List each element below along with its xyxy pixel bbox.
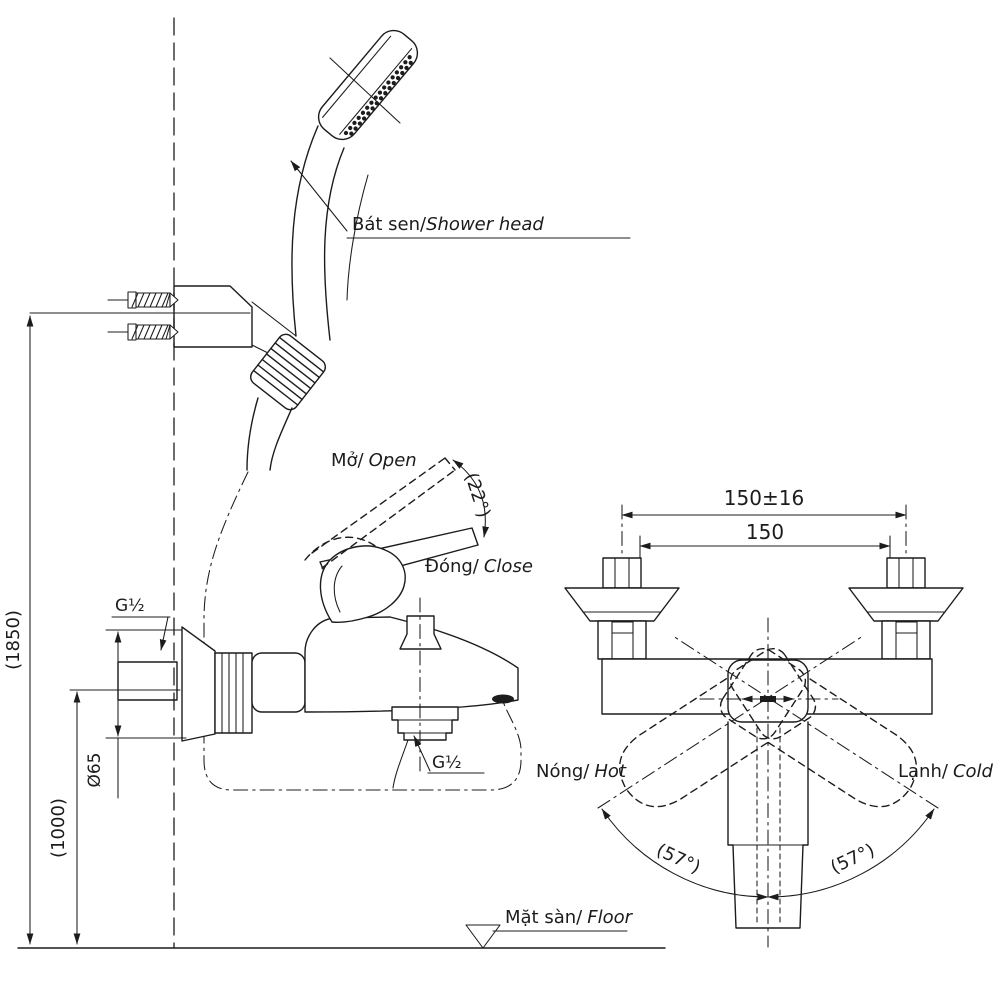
- inlet-thread-text: G½: [115, 596, 145, 616]
- hose-upper-inner: [269, 407, 293, 471]
- handle-cap-detail: [333, 565, 343, 613]
- shower-head-text: Bát sen/Shower head: [352, 214, 544, 235]
- dimension-flange-diameter: Ø65: [85, 629, 187, 799]
- swing-left-text: (57°): [653, 840, 704, 878]
- shower-handle-outer: [291, 125, 319, 337]
- floor-label: Mặt sàn/Floor: [465, 907, 634, 949]
- shower-bracket: [173, 285, 253, 348]
- inlet-thread-label: G½: [111, 596, 171, 651]
- dim-pitch-text: 150: [746, 520, 784, 544]
- outlet-thread-label: G½: [413, 735, 485, 774]
- left-wall-fitting: [564, 557, 680, 660]
- dim-pitch-tolerance-text: 150±16: [724, 486, 804, 510]
- cold-label: Lạnh/Cold: [898, 761, 994, 782]
- outlet-fitting: [391, 706, 459, 741]
- dimension-1000: (1000): [48, 689, 181, 945]
- shower-head-label: Bát sen/Shower head: [290, 160, 631, 239]
- shower-handle-inner: [323, 147, 345, 341]
- open-angle-text: (22°): [460, 470, 494, 520]
- shower-head-centerline: [329, 57, 401, 124]
- handle-cap: [319, 545, 406, 623]
- pivot-mark: [760, 696, 776, 702]
- wall-screws: [107, 291, 179, 341]
- open-label: Mở/Open: [331, 450, 417, 471]
- floor-text: Mặt sàn/Floor: [505, 907, 634, 928]
- shower-assembly: [173, 29, 419, 471]
- wall-flange: [181, 626, 216, 742]
- close-label: Đóng/Close: [425, 556, 533, 577]
- dim-1850-text: (1850): [3, 610, 24, 670]
- spout-outlet-shadow: [492, 694, 514, 704]
- shower-handle-detail: [346, 174, 369, 301]
- hose-end-curve: [392, 739, 409, 789]
- connector-nut: [214, 652, 253, 734]
- hose-connector-ribs: [249, 333, 327, 411]
- side-view: [117, 457, 522, 791]
- inlet-fitting: [117, 661, 178, 701]
- hose-upper-outer: [246, 397, 259, 471]
- hot-label: Nóng/Hot: [536, 761, 627, 782]
- dim-o65-text: Ø65: [85, 752, 105, 787]
- dimension-1850: (1850): [3, 312, 251, 945]
- valve-housing: [251, 652, 306, 713]
- shower-hose-centerline: [203, 471, 522, 791]
- screw-lower: [107, 323, 179, 341]
- swing-axis-right: [672, 635, 939, 809]
- dim-1000-text: (1000): [48, 798, 69, 858]
- screw-upper: [107, 291, 179, 309]
- swing-right-text: (57°): [827, 840, 878, 878]
- shower-head: [317, 29, 419, 141]
- open-angle-arc: [452, 459, 490, 538]
- outlet-thread-text: G½: [432, 753, 462, 773]
- right-wall-fitting: [848, 557, 964, 660]
- swing-arc-right: [767, 808, 935, 901]
- swing-arc-left: [601, 808, 769, 901]
- front-view: 150±16 150: [536, 486, 994, 948]
- swing-axis-left: [597, 635, 864, 809]
- connector-nut-knurl: [221, 652, 244, 734]
